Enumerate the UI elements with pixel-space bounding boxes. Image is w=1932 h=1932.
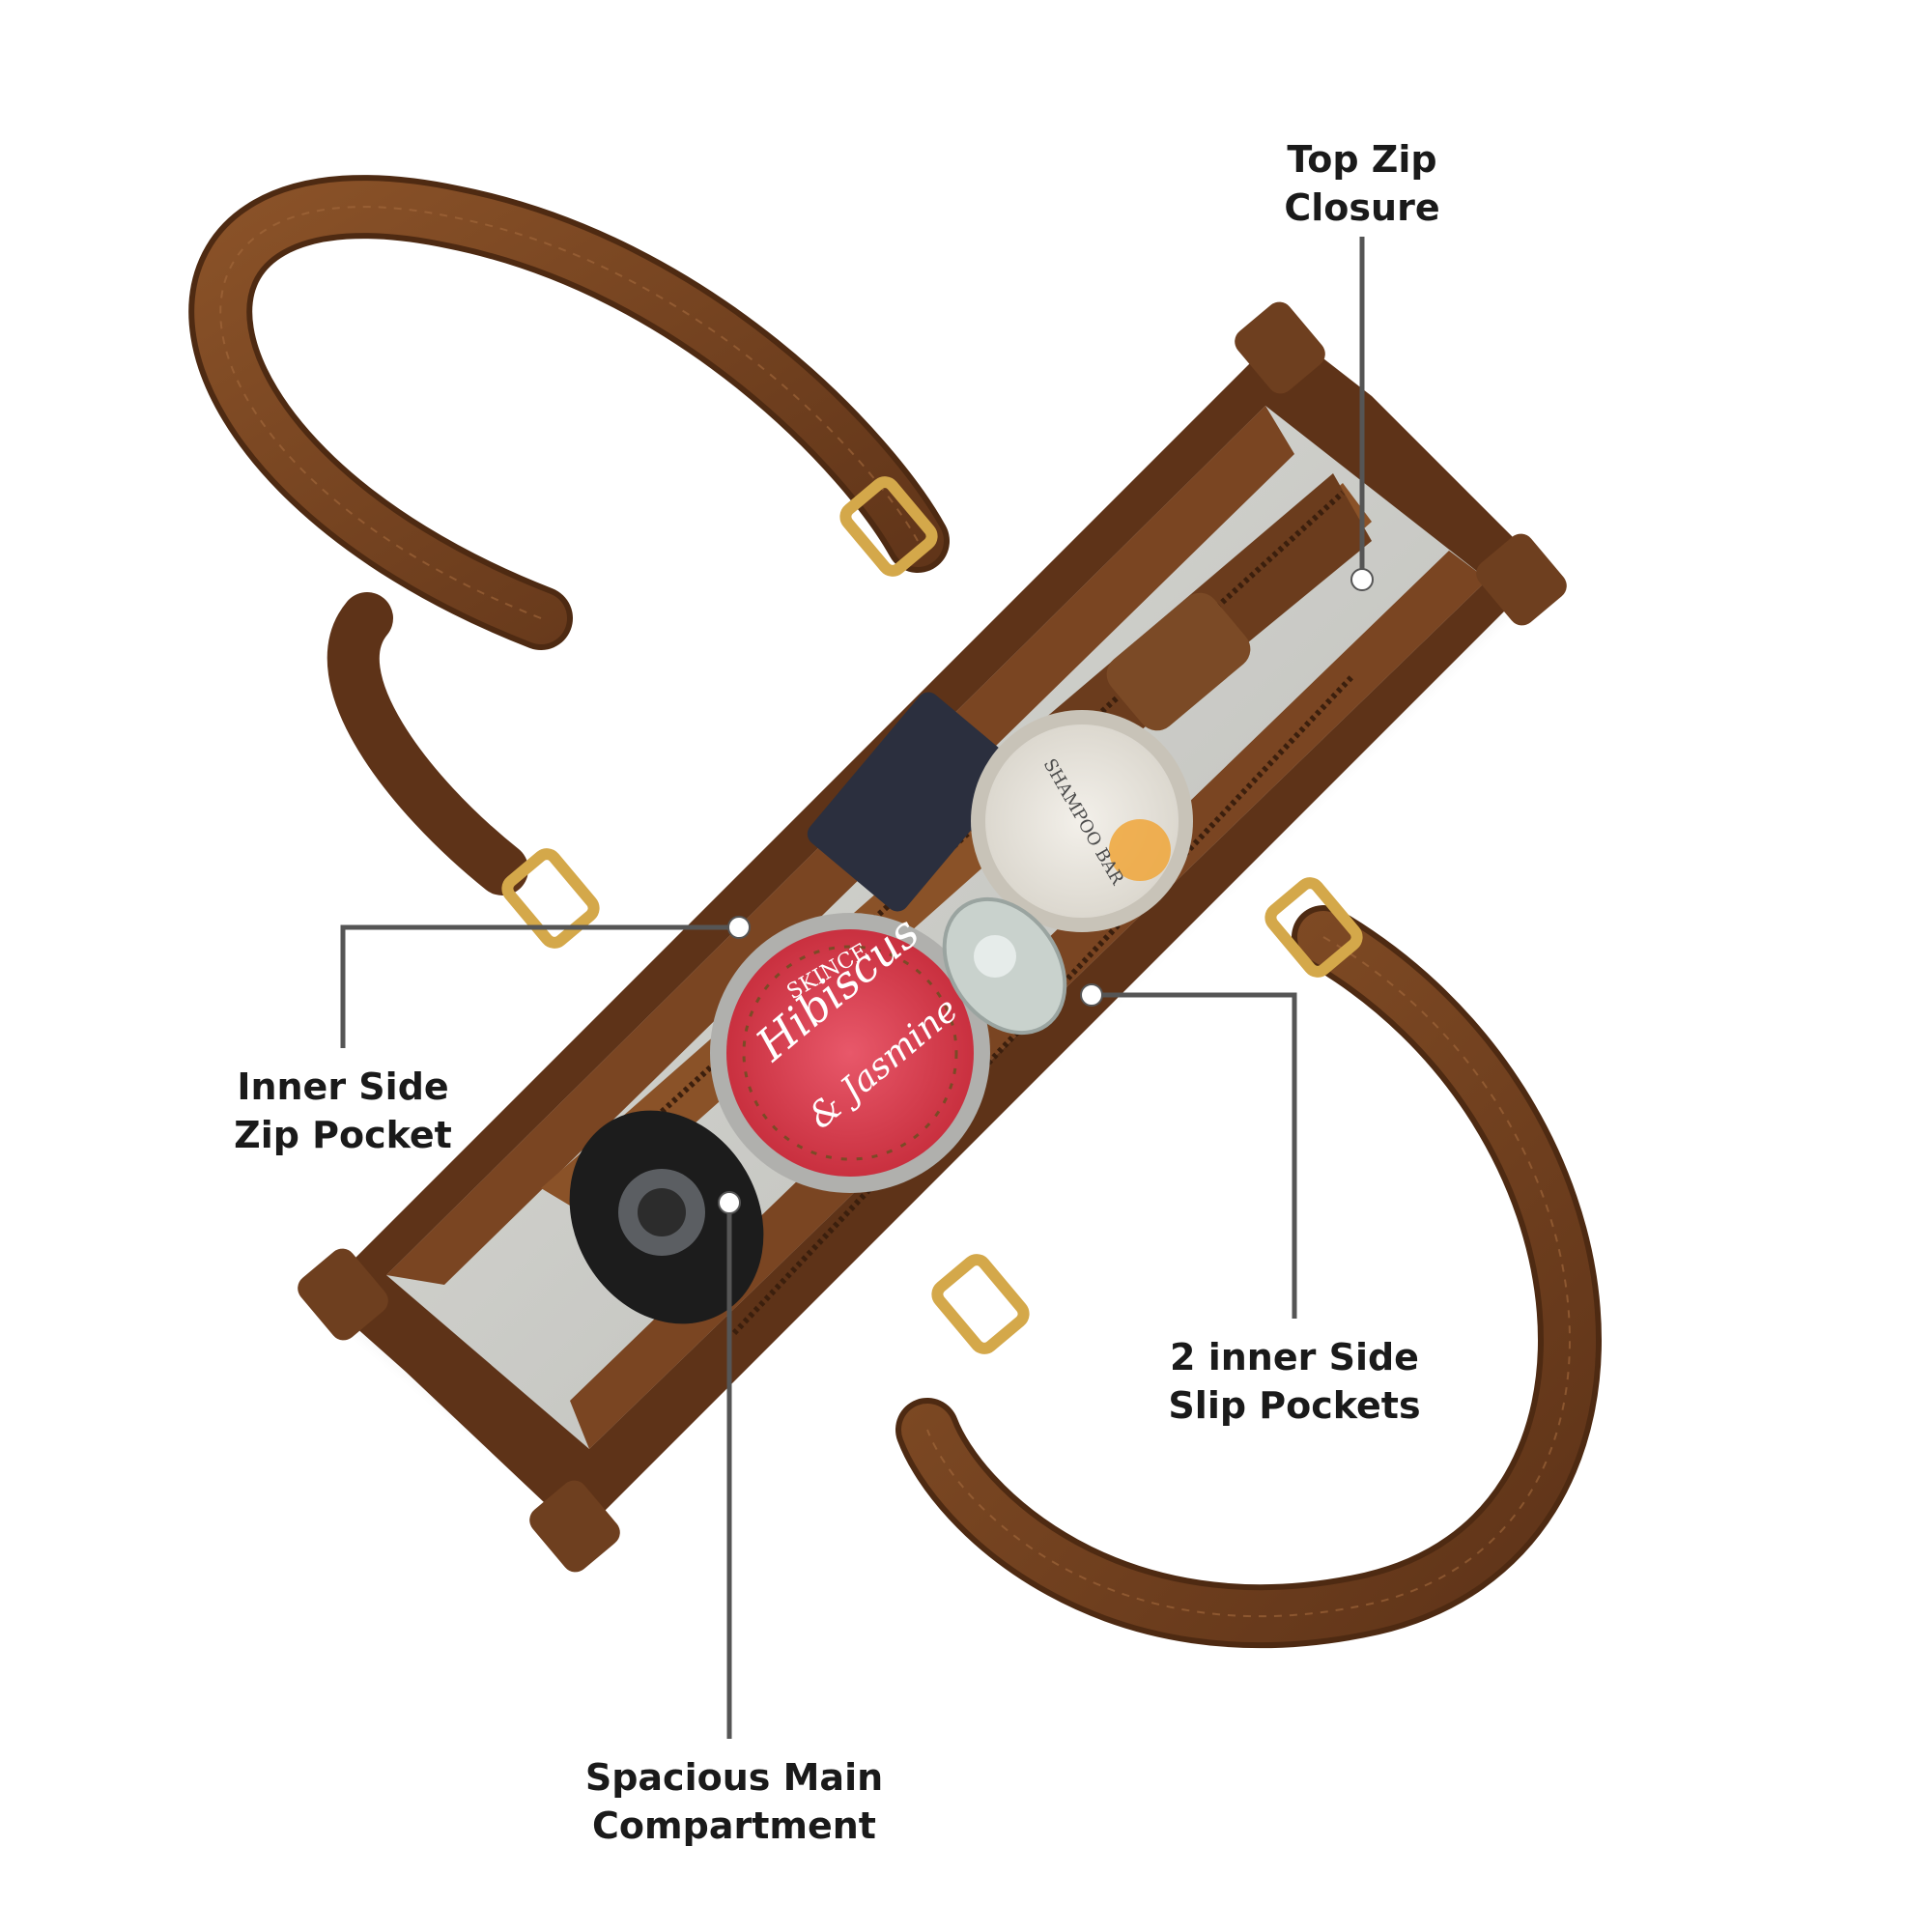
callout-lines bbox=[340, 237, 1365, 1739]
callout-slip-pockets-line1: 2 inner Side bbox=[1170, 1336, 1419, 1378]
inner-zip-dot bbox=[727, 916, 751, 939]
callout-slip-pockets-line2: Slip Pockets bbox=[1168, 1384, 1421, 1427]
callout-inner-zip: Inner Side Zip Pocket bbox=[208, 1063, 478, 1159]
callout-top-zip-line1: Top Zip bbox=[1287, 138, 1437, 181]
left-handle bbox=[188, 175, 950, 895]
main-compartment-dot bbox=[718, 1191, 741, 1214]
callout-dots bbox=[718, 568, 1374, 1214]
bag-contents bbox=[569, 592, 1251, 1324]
callout-slip-pockets: 2 inner Side Slip Pockets bbox=[1145, 1333, 1444, 1430]
callout-top-zip: Top Zip Closure bbox=[1246, 135, 1478, 232]
callout-main-compartment: Spacious Main Compartment bbox=[570, 1753, 898, 1850]
callout-main-compartment-line2: Compartment bbox=[592, 1804, 876, 1847]
callout-top-zip-line2: Closure bbox=[1284, 186, 1440, 229]
callout-main-compartment-line1: Spacious Main bbox=[584, 1756, 884, 1799]
callout-inner-zip-line2: Zip Pocket bbox=[234, 1114, 452, 1156]
right-handle bbox=[895, 905, 1602, 1649]
callout-inner-zip-line1: Inner Side bbox=[237, 1065, 449, 1108]
slip-pocket-dot bbox=[1080, 983, 1103, 1007]
top-zip-dot bbox=[1350, 568, 1374, 591]
